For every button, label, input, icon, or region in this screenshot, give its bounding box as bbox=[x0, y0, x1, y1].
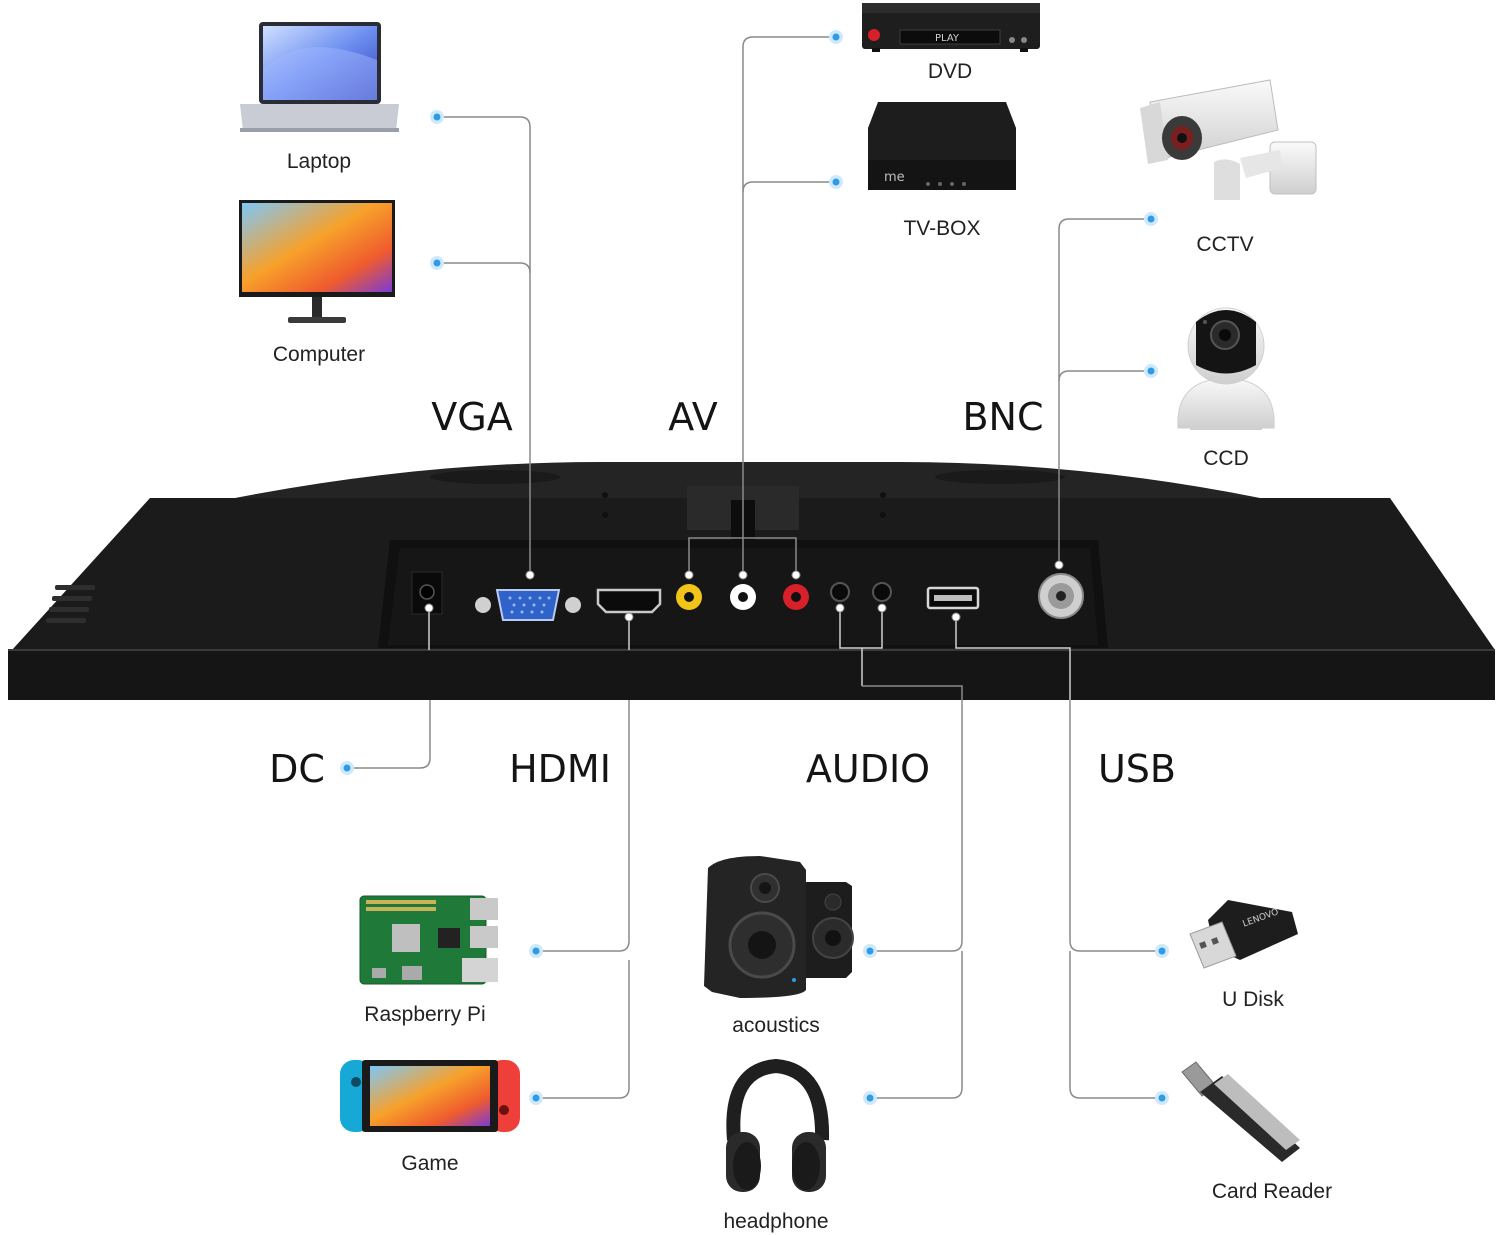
dot-dc bbox=[340, 761, 354, 775]
dot-cctv bbox=[1144, 212, 1158, 226]
label-acoustics: acoustics bbox=[732, 1014, 820, 1037]
connection-lines bbox=[347, 36, 1162, 1099]
label-tvbox: TV-BOX bbox=[903, 217, 980, 240]
port-label-usb: USB bbox=[1098, 747, 1176, 791]
dot-tvbox bbox=[829, 175, 843, 189]
av-ports bbox=[676, 584, 809, 610]
label-raspberry-pi: Raspberry Pi bbox=[364, 1003, 485, 1026]
port-label-vga: VGA bbox=[431, 395, 512, 439]
port-label-bnc: BNC bbox=[962, 395, 1043, 439]
dot-laptop bbox=[430, 110, 444, 124]
label-headphone: headphone bbox=[723, 1210, 828, 1233]
dot-udisk bbox=[1155, 944, 1169, 958]
label-dvd: DVD bbox=[928, 60, 972, 83]
headphone-icon bbox=[726, 1058, 830, 1192]
port-label-av: AV bbox=[668, 395, 718, 439]
port-labels: VGA AV BNC DC HDMI AUDIO USB bbox=[269, 395, 1176, 791]
port-label-dc: DC bbox=[269, 747, 325, 791]
dot-acoustics bbox=[863, 944, 877, 958]
laptop-icon bbox=[240, 22, 399, 132]
monitor-back bbox=[8, 462, 1495, 700]
device-labels: Laptop Computer DVD TV-BOX CCTV CCD Rasp… bbox=[273, 60, 1332, 1233]
vga-port bbox=[475, 589, 581, 621]
speaker-icon bbox=[704, 856, 854, 998]
dot-ccd bbox=[1144, 364, 1158, 378]
game-console-icon bbox=[340, 1060, 520, 1132]
label-game: Game bbox=[401, 1152, 458, 1175]
bnc-port bbox=[1038, 573, 1084, 619]
dot-computer bbox=[430, 256, 444, 270]
dome-camera-icon bbox=[1177, 307, 1275, 430]
dot-raspberry bbox=[529, 944, 543, 958]
card-reader-icon bbox=[1181, 1061, 1300, 1162]
raspberry-pi-icon bbox=[359, 895, 498, 985]
port-label-audio: AUDIO bbox=[806, 747, 930, 791]
cctv-camera-icon bbox=[1140, 79, 1317, 200]
tvbox-logo-text: me bbox=[884, 170, 905, 185]
dot-game bbox=[529, 1091, 543, 1105]
dvd-display-text: PLAY bbox=[935, 33, 960, 44]
label-laptop: Laptop bbox=[287, 150, 351, 173]
dot-dvd bbox=[829, 30, 843, 44]
label-computer: Computer bbox=[273, 343, 365, 366]
usb-port bbox=[926, 586, 980, 610]
monitor-icon bbox=[239, 200, 395, 323]
dvd-player-icon: PLAY bbox=[862, 3, 1040, 52]
audio-ports bbox=[830, 582, 892, 602]
label-ccd: CCD bbox=[1203, 447, 1249, 470]
dot-cardreader bbox=[1155, 1091, 1169, 1105]
hdmi-port bbox=[596, 588, 662, 614]
label-cctv: CCTV bbox=[1196, 233, 1253, 256]
dot-headphone bbox=[863, 1091, 877, 1105]
port-label-hdmi: HDMI bbox=[509, 747, 611, 791]
tv-box-icon: me bbox=[868, 102, 1016, 190]
label-card-reader: Card Reader bbox=[1212, 1180, 1332, 1203]
label-u-disk: U Disk bbox=[1222, 988, 1284, 1011]
connector-dots bbox=[340, 30, 1169, 1105]
usb-disk-icon: LENOVO bbox=[1189, 900, 1298, 969]
